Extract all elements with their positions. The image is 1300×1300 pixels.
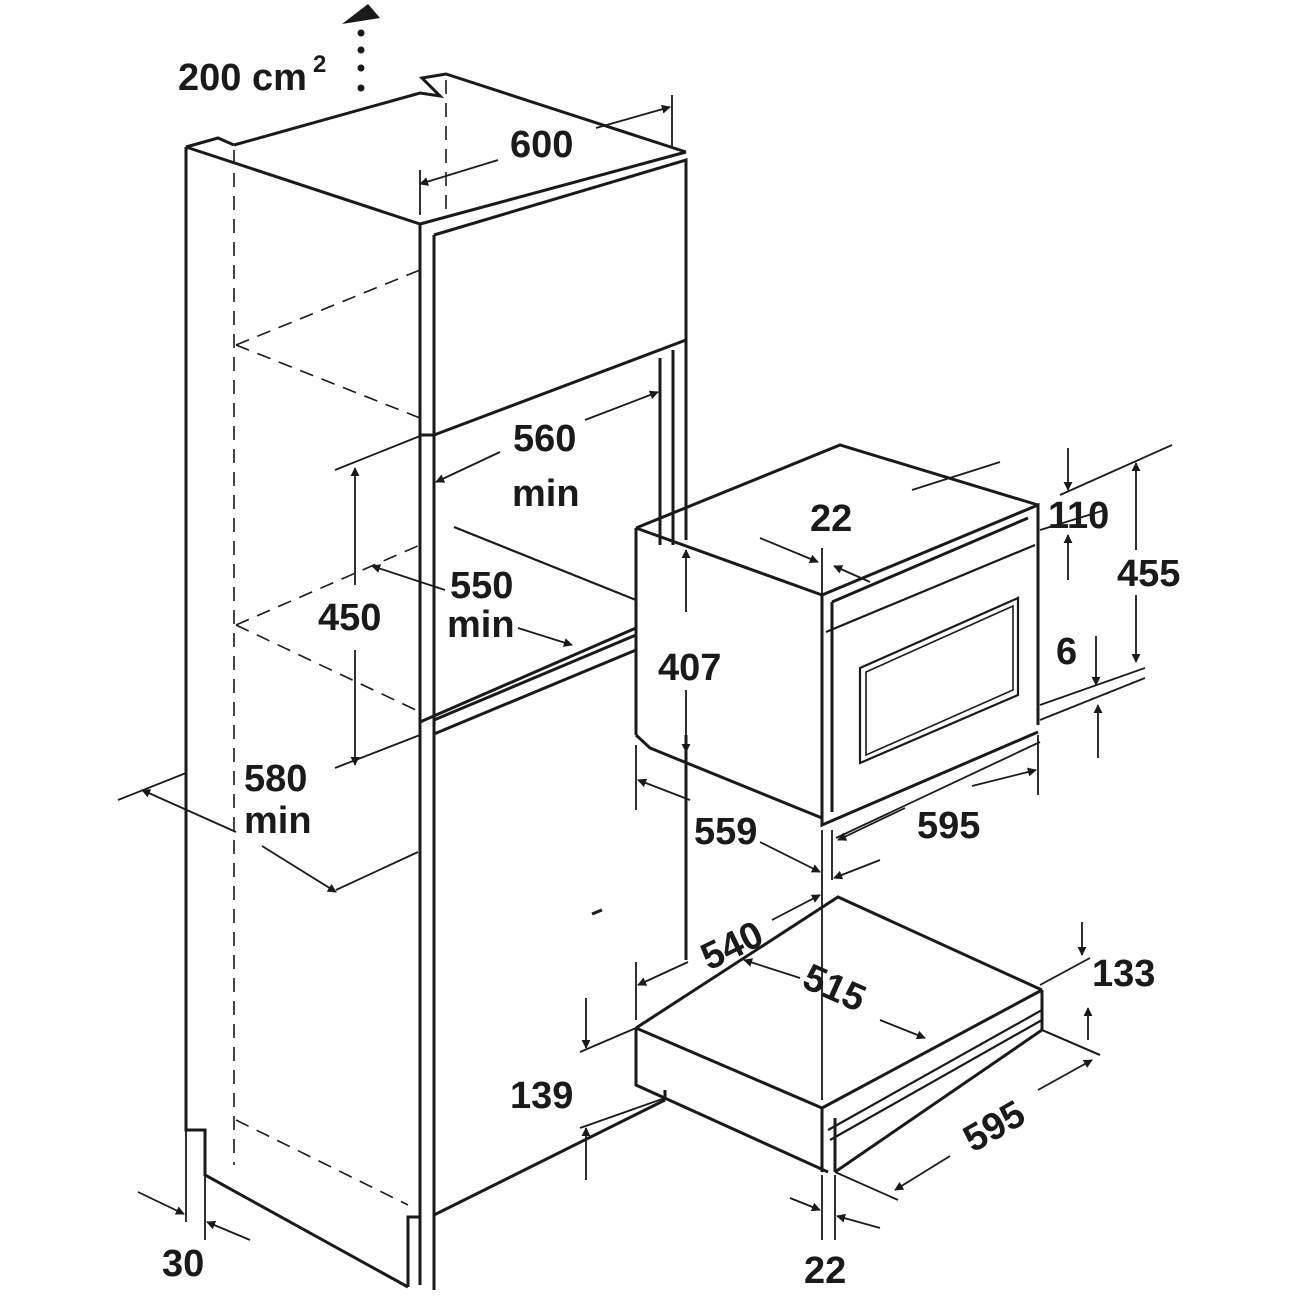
label-total-height: 455 — [1117, 553, 1180, 595]
label-drawer-depth: 540 — [695, 913, 770, 979]
label-niche-height: 450 — [318, 597, 381, 639]
label-oven-frame: 22 — [810, 498, 852, 540]
dimension-labels: 200 cm 2 600 560 min 450 550 min 580 min… — [162, 51, 1180, 1292]
label-drawer-niche: 139 — [510, 1075, 573, 1117]
label-oven-height: 407 — [658, 647, 721, 689]
label-ventilation: 200 cm — [178, 57, 307, 99]
tall-cabinet — [184, 72, 688, 1290]
label-cabinet-depth: 580 — [244, 758, 307, 800]
hidden-lines — [233, 80, 447, 1206]
oven — [634, 443, 1040, 828]
label-drawer-inner: 515 — [797, 956, 872, 1020]
label-top-gap: 110 — [1048, 495, 1109, 537]
label-cabinet-depth-min: min — [244, 800, 312, 842]
dimension-lines — [117, 4, 1173, 1241]
label-drawer-height: 133 — [1092, 953, 1155, 995]
label-drawer-frame: 22 — [804, 1250, 846, 1292]
label-plinth-gap: 30 — [162, 1243, 204, 1285]
label-niche-depth-min: min — [447, 604, 515, 646]
label-oven-width: 595 — [917, 805, 980, 847]
label-bottom-gap: 6 — [1056, 631, 1077, 673]
label-niche-width: 560 — [513, 418, 576, 460]
label-niche-width-min: min — [512, 473, 580, 515]
label-oven-depth: 559 — [694, 811, 757, 853]
label-niche-depth: 550 — [450, 565, 513, 607]
label-ventilation-exponent: 2 — [313, 51, 326, 78]
label-drawer-width: 595 — [957, 1093, 1033, 1161]
label-cabinet-width: 600 — [510, 124, 573, 166]
